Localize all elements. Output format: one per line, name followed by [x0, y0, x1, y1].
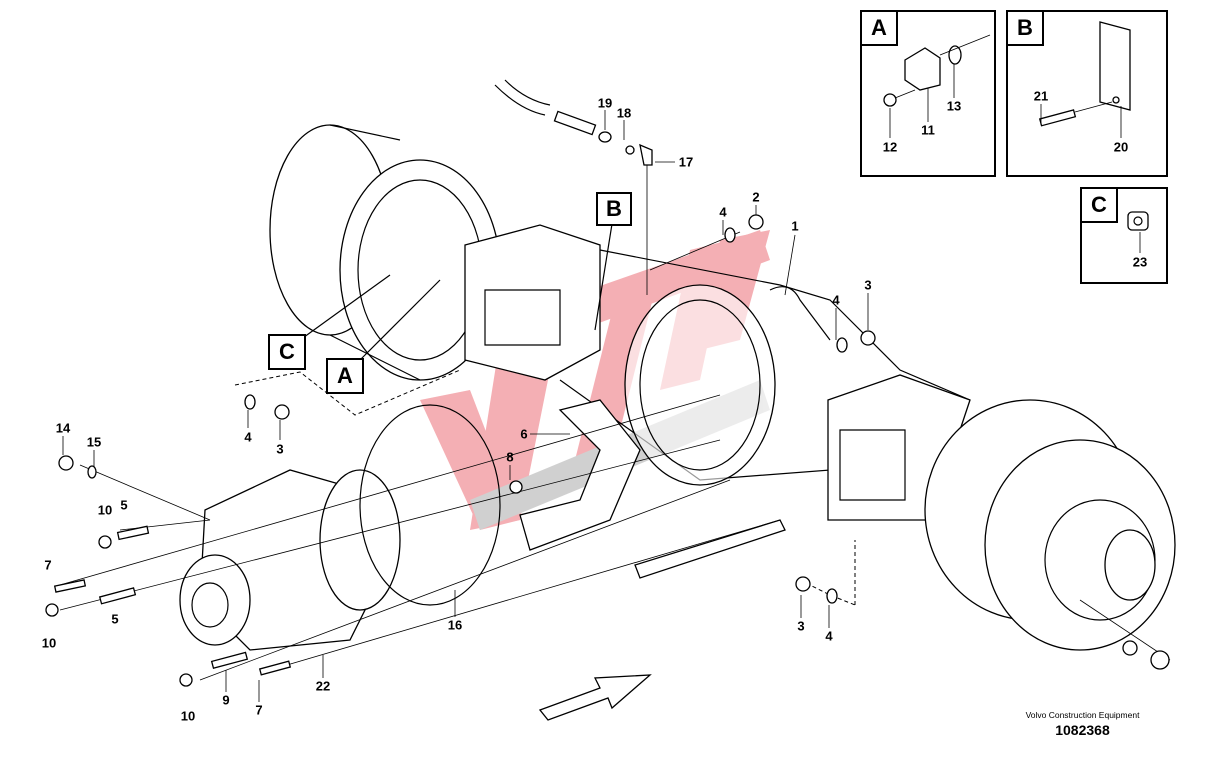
callout-label: 22 [315, 678, 331, 694]
inset-c-title: C [1080, 187, 1118, 223]
inset-b-callout: 20 [1113, 139, 1129, 155]
inset-c-frame [1080, 187, 1168, 284]
callout-label: 6 [520, 426, 528, 442]
view-marker-a: A [326, 358, 364, 394]
inset-a-title: A [860, 10, 898, 46]
callout-label: 15 [86, 434, 102, 450]
callout-label: 5 [120, 497, 128, 513]
callout-label: 7 [255, 702, 263, 718]
callout-label: 4 [244, 429, 252, 445]
callout-label: 7 [44, 557, 52, 573]
callout-label: 17 [678, 154, 694, 170]
callout-label: 10 [97, 502, 113, 518]
shaft [634, 519, 786, 579]
view-marker-c: C [268, 334, 306, 370]
callout-label: 4 [832, 292, 840, 308]
inset-c-callout: 23 [1132, 254, 1148, 270]
company-name: Volvo Construction Equipment [1025, 710, 1140, 720]
callout-label: 3 [797, 618, 805, 634]
breather-hose [494, 79, 653, 295]
bracket [519, 399, 641, 551]
callout-label: 10 [41, 635, 57, 651]
callout-label: 5 [111, 611, 119, 627]
inset-a-callout: 13 [946, 98, 962, 114]
inset-a-callout: 12 [882, 139, 898, 155]
callout-label: 3 [864, 277, 872, 293]
fasteners [45, 214, 1170, 687]
view-marker-b: B [596, 192, 632, 226]
drawing-footer: Volvo Construction Equipment 1082368 [1020, 710, 1145, 738]
callout-label: 16 [447, 617, 463, 633]
callout-label: 8 [506, 449, 514, 465]
inset-b-title: B [1006, 10, 1044, 46]
callout-label: 19 [597, 95, 613, 111]
direction-arrow [538, 674, 652, 721]
callout-label: 1 [791, 218, 799, 234]
inset-b-frame [1006, 10, 1168, 177]
left-wheel-hub [269, 124, 601, 381]
callout-label: 9 [222, 692, 230, 708]
callout-label: 2 [752, 189, 760, 205]
inset-b-callout: 21 [1033, 88, 1049, 104]
callout-label: 3 [276, 441, 284, 457]
inset-c-drawing [1127, 211, 1149, 253]
inset-a-drawing [883, 34, 991, 138]
callout-label: 4 [825, 628, 833, 644]
callout-label: 14 [55, 420, 71, 436]
callout-label: 4 [719, 204, 727, 220]
right-wheel-hub [924, 399, 1176, 651]
o-ring [359, 404, 501, 606]
drawing-number: 1082368 [1055, 722, 1110, 738]
inset-a-frame [860, 10, 996, 177]
callout-label: 10 [180, 708, 196, 724]
inset-a-callout: 11 [921, 122, 935, 138]
inset-b-drawing [1038, 21, 1131, 138]
callout-label: 18 [616, 105, 632, 121]
